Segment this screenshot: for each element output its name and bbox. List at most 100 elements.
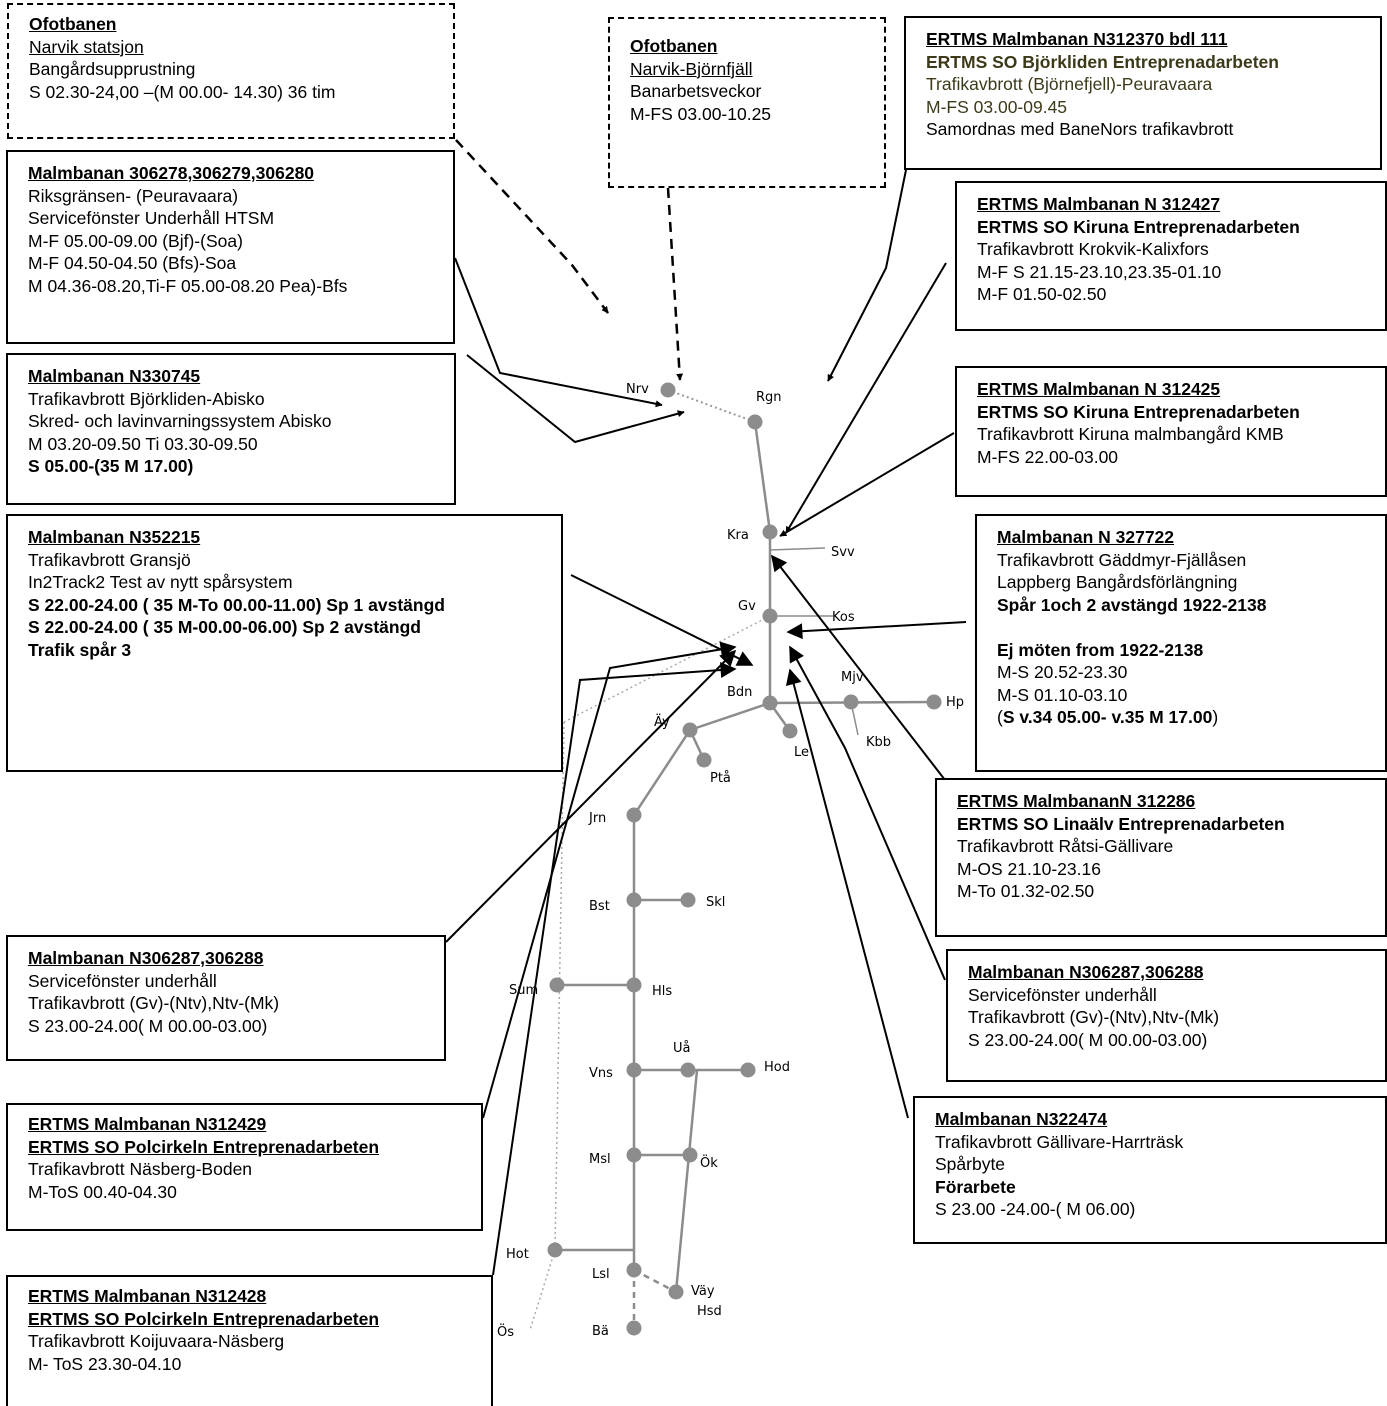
box-subtitle: ERTMS SO Polcirkeln Entreprenadarbeten (28, 1308, 380, 1329)
box-text: (S v.34 05.00- v.35 M 17.00) (997, 706, 1377, 729)
box-title: Malmbanan N322474 (935, 1109, 1108, 1129)
track-lsl-vay (633, 1268, 677, 1294)
notice-box-malmbanan-n327722: Malmbanan N 327722 Trafikavbrott Gäddmyr… (975, 514, 1387, 772)
notice-box-ertms-n312370: ERTMS Malmbanan N312370 bdl 111 ERTMS SO… (904, 16, 1382, 170)
box-text: Servicefönster underhåll (968, 984, 1157, 1005)
station-label-hls: Hls (652, 984, 672, 999)
paren-open: ( (997, 707, 1003, 727)
notice-box-malmbanan-306287-left: Malmbanan N306287,306288 Servicefönster … (6, 935, 446, 1061)
box-text: M-FS 03.00-09.45 (926, 96, 1068, 117)
station-label-rgn: Rgn (756, 390, 782, 405)
track-bdn-ay (689, 701, 771, 732)
box-title: ERTMS Malmbanan N312429 (28, 1114, 267, 1134)
notice-box-ertms-n312286: ERTMS MalmbananN 312286 ERTMS SO Linaälv… (935, 778, 1387, 937)
station-dot-vay (668, 1284, 684, 1300)
station-dot-hod (740, 1062, 756, 1078)
arrow-malmbanan-n327722 (786, 621, 967, 640)
station-label-skl: Skl (706, 895, 725, 910)
arrow-ofotbanen-narvik (455, 139, 609, 314)
track-hot-os-dotted (529, 1249, 556, 1331)
station-dot-ay (682, 722, 698, 738)
station-dot-nrv (660, 382, 676, 398)
box-text: Servicefönster underhåll (28, 970, 217, 991)
box-text-bold: S v.34 05.00- v.35 M 17.00 (1002, 707, 1213, 727)
station-dot-lsl (626, 1262, 642, 1278)
track-ay-jrn (632, 729, 692, 816)
box-text: M-FS 22.00-03.00 (977, 446, 1119, 467)
station-dot-vns (626, 1062, 642, 1078)
station-label-kbb: Kbb (866, 735, 891, 750)
box-text: Trafikavbrott Råtsi-Gällivare (957, 836, 1174, 856)
box-title: Malmbanan N306287,306288 (968, 962, 1204, 982)
box-text: Spår 1och 2 avstängd 1922-2138 (997, 594, 1267, 615)
box-title: Malmbanan N352215 (28, 527, 201, 547)
track-gv-hot-dotted (563, 615, 771, 723)
station-label-sum: Sum (509, 983, 538, 998)
station-label-kra: Kra (727, 528, 749, 543)
box-text: M-To 01.32-02.50 (957, 881, 1095, 901)
station-dot-sum (549, 977, 565, 993)
station-dot-skl (680, 892, 696, 908)
box-text: S 23.00-24.00( M 00.00-03.00) (968, 1029, 1208, 1050)
box-text: Trafikavbrott Krokvik-Kalixfors (977, 239, 1209, 259)
station-dot-bdn (762, 695, 778, 711)
box-title: ERTMS Malmbanan N312370 bdl 111 (926, 29, 1228, 49)
station-labels: Nrv Rgn Kra Svv Gv Kos Bdn Mjv Hp Kbb Le… (497, 382, 964, 1340)
box-subtitle: ERTMS SO Björkliden Entreprenadarbeten (926, 51, 1279, 72)
station-dot-ok (682, 1147, 698, 1163)
box-text: Trafikavbrott Gransjö (28, 549, 191, 570)
track-hod-vay (674, 1069, 699, 1293)
station-dot-hls (626, 977, 642, 993)
box-subtitle: ERTMS SO Polcirkeln Entreprenadarbeten (28, 1136, 380, 1157)
station-dot-gv (762, 608, 778, 624)
station-label-bst: Bst (589, 899, 610, 914)
pointer-arrows (445, 139, 967, 1276)
station-dot-le (782, 723, 798, 739)
station-label-hp: Hp (946, 695, 964, 710)
box-text: M-S 01.10-03.10 (997, 684, 1128, 705)
track-nrv-rgn (667, 389, 756, 423)
box-subtitle: ERTMS SO Kiruna Entreprenadarbeten (977, 216, 1300, 237)
track-sum-vertical-dotted (554, 721, 565, 1251)
box-text: Trafikavbrott Näsberg-Boden (28, 1159, 253, 1179)
station-label-mjv: Mjv (841, 670, 864, 685)
station-dot-ua (680, 1062, 696, 1078)
arrow-malmbanan-306287-right (789, 645, 946, 981)
arrow-ertms-312427 (785, 262, 947, 534)
arrow-malmbanan-306278 (454, 257, 663, 408)
track-rgn-kra (753, 421, 772, 533)
box-text: S 23.00-24.00( M 00.00-03.00) (28, 1015, 268, 1036)
arrow-ofotbanen-bjornfjall (666, 187, 684, 381)
box-text: S 05.00-(35 M 17.00) (28, 456, 194, 476)
box-text: Servicefönster Underhåll HTSM (28, 208, 275, 228)
box-title: Malmbanan N330745 (28, 366, 201, 386)
station-label-ok: Ök (700, 1154, 718, 1171)
station-label-vns: Vns (589, 1066, 613, 1081)
arrow-ertms-312428 (492, 662, 737, 1276)
notice-box-ertms-n312429: ERTMS Malmbanan N312429 ERTMS SO Polcirk… (6, 1103, 483, 1231)
box-text: S 02.30-24,00 –(M 00.00- 14.30) 36 tim (29, 81, 336, 102)
arrow-ertms-312286 (771, 554, 946, 781)
station-dot-jrn (626, 807, 642, 823)
station-label-jrn: Jrn (588, 811, 606, 826)
station-label-bdn: Bdn (727, 685, 752, 700)
box-spacer (997, 616, 1377, 639)
station-label-os: Ös (497, 1323, 514, 1340)
arrow-ertms-312429 (482, 641, 737, 1119)
arrow-ertms-bdl111 (827, 169, 907, 382)
box-title: Malmbanan N 327722 (997, 527, 1175, 547)
station-label-ay: Äy (654, 714, 670, 730)
station-label-kos: Kos (832, 610, 855, 625)
station-label-ua: Uå (673, 1041, 690, 1056)
box-title: ERTMS MalmbananN 312286 (957, 791, 1196, 811)
box-subtitle: Narvik statsjon (29, 36, 144, 57)
box-text: Riksgränsen- (Peuravaara) (28, 185, 239, 206)
arrow-ertms-312425 (779, 432, 955, 537)
station-label-msl: Msl (589, 1152, 611, 1167)
station-label-hod: Hod (764, 1060, 790, 1075)
box-text: Trafikavbrott Gällivare-Harrträsk (935, 1131, 1184, 1152)
station-dot-msl (626, 1147, 642, 1163)
box-title: Ofotbanen (29, 14, 117, 34)
station-label-svv: Svv (831, 545, 855, 560)
arrow-malmbanan-306287-left (445, 649, 737, 943)
